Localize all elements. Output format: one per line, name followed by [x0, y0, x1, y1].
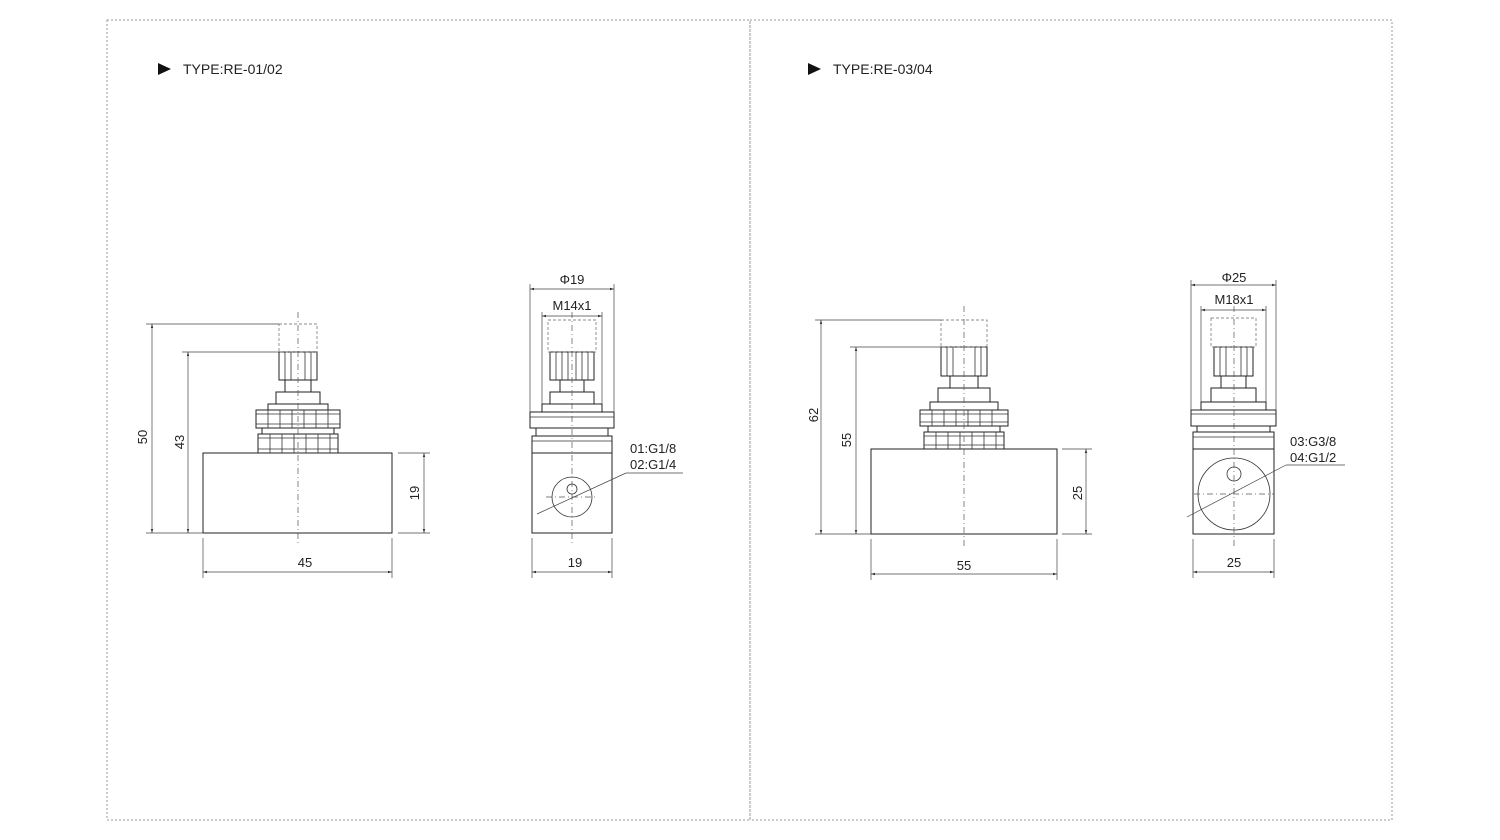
port-spec-2: 02:G1/4: [630, 457, 676, 472]
dim-body-length: 55: [957, 558, 971, 573]
dim-side-width: 19: [568, 555, 582, 570]
side-body: [531, 452, 613, 534]
panel-title: TYPE:RE-01/02: [183, 61, 283, 77]
left-panel-frame: [106, 19, 751, 821]
dim-body-height: 25: [1070, 486, 1085, 500]
dim-body-height: 19: [407, 486, 422, 500]
title-arrow-icon: [158, 63, 171, 75]
dim-thread: M14x1: [552, 298, 591, 313]
front-view: 62 55 25 55: [806, 306, 1092, 580]
port-spec-2: 04:G1/2: [1290, 450, 1336, 465]
front-view: 50 43 19 45: [135, 312, 430, 578]
dim-knob-height: 55: [839, 433, 854, 447]
title-arrow-icon: [808, 63, 821, 75]
dim-knob-height: 43: [172, 435, 187, 449]
port-spec-1: 01:G1/8: [630, 441, 676, 456]
panel-title: TYPE:RE-03/04: [833, 61, 933, 77]
dim-side-width: 25: [1227, 555, 1241, 570]
dim-total-height: 62: [806, 408, 821, 422]
dim-knob-diameter: Φ25: [1222, 270, 1247, 285]
port-spec-1: 03:G3/8: [1290, 434, 1336, 449]
dim-total-height: 50: [135, 430, 150, 444]
valve-body: [202, 452, 393, 534]
side-view: 03:G3/8 04:G1/2 Φ25 M18x1 25: [1186, 270, 1345, 578]
dim-body-length: 45: [298, 555, 312, 570]
right-panel-frame: [749, 19, 1393, 821]
dim-knob-diameter: Φ19: [560, 272, 585, 287]
dim-thread: M18x1: [1214, 292, 1253, 307]
panel-re-01-02: TYPE:RE-01/02: [135, 61, 683, 578]
panel-re-03-04: TYPE:RE-03/04: [806, 61, 1345, 580]
side-body: [1192, 448, 1275, 535]
side-view: 01:G1/8 02:G1/4 Φ19 M14x1 19: [529, 272, 683, 578]
